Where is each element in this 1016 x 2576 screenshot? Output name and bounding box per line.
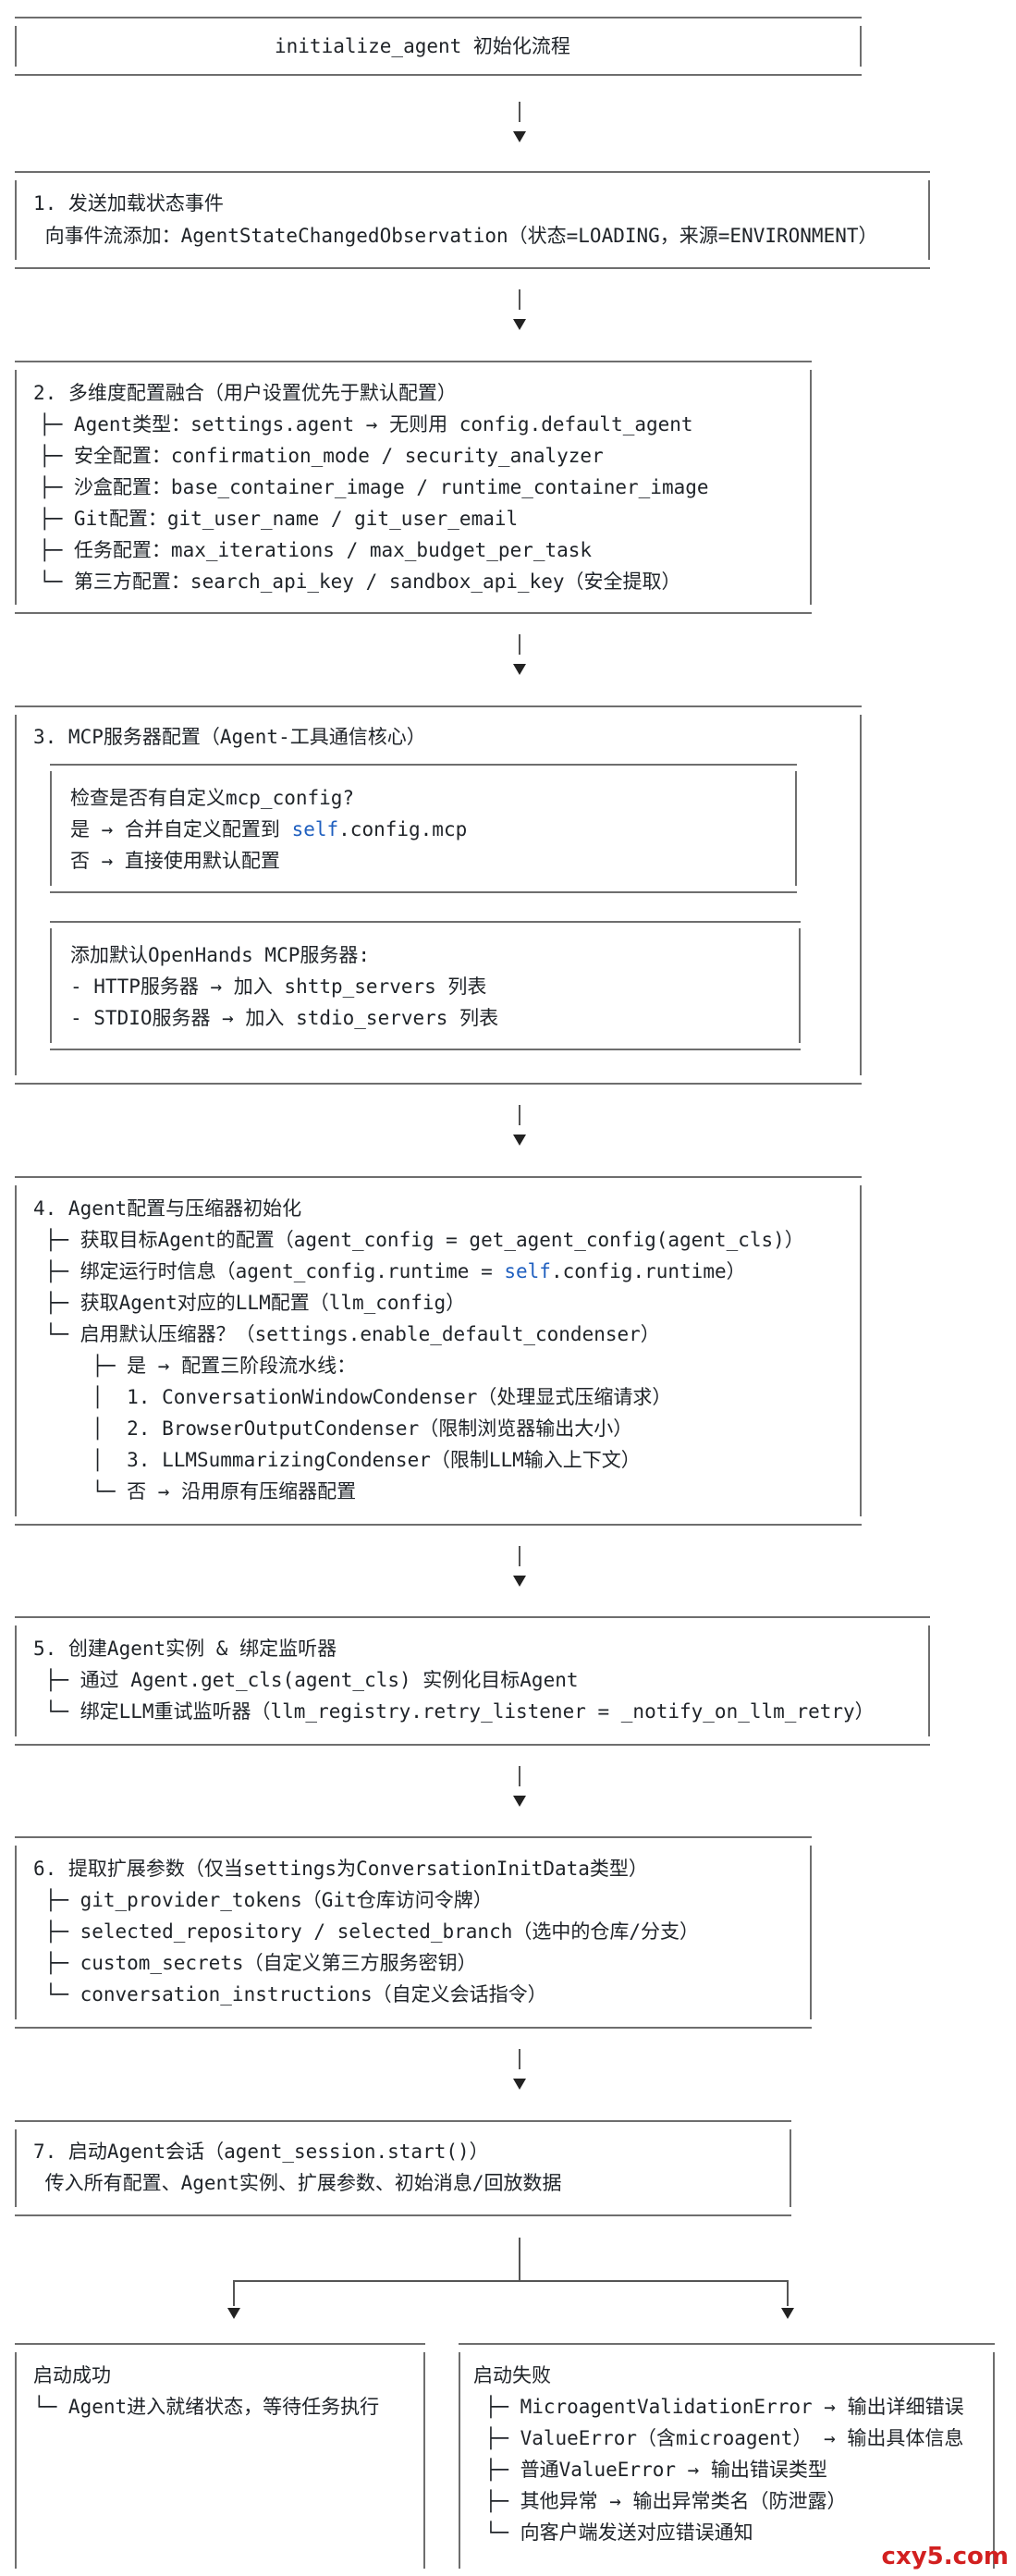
mcp-check: 检查是否有自定义mcp_config? <box>70 787 355 809</box>
step4-title: 4. Agent配置与压缩器初始化 <box>33 1197 302 1220</box>
step3-title: 3. MCP服务器配置（Agent-工具通信核心） <box>33 726 426 748</box>
failure-other: ├─ 其他异常 → 输出异常类名（防泄露） <box>473 2490 847 2512</box>
failure-valueerror: ├─ 普通ValueError → 输出错误类型 <box>473 2459 827 2481</box>
step6-instructions: └─ conversation_instructions（自定义会话指令） <box>33 1983 547 2006</box>
self-keyword: self <box>504 1260 551 1282</box>
step7-title: 7. 启动Agent会话（agent_session.start()） <box>33 2141 489 2163</box>
failure-microagent: ├─ MicroagentValidationError → 输出详细错误 <box>473 2396 964 2418</box>
step6-repository: ├─ selected_repository / selected_branch… <box>33 1920 700 1943</box>
step4-box <box>15 1176 862 1526</box>
mcp-http-server: - HTTP服务器 → 加入 shttp_servers 列表 <box>70 975 487 998</box>
step4-condenser-check: └─ 启用默认压缩器？（settings.enable_default_cond… <box>33 1323 660 1345</box>
failure-box <box>459 2343 995 2576</box>
step5-box <box>15 1616 930 1746</box>
step6-git-tokens: ├─ git_provider_tokens（Git仓库访问令牌） <box>33 1889 493 1911</box>
connector-line <box>519 1546 520 1566</box>
step4-condenser-3: │ 3. LLMSummarizingCondenser（限制LLM输入上下文） <box>33 1449 641 1471</box>
arrow-down-icon <box>513 1576 526 1587</box>
arrow-down-icon <box>513 131 526 142</box>
step4-condenser-no: └─ 否 → 沿用原有压缩器配置 <box>33 1480 357 1503</box>
connector-line <box>519 2238 520 2280</box>
mcp-default-servers-box <box>50 921 801 1050</box>
arrow-down-icon <box>513 1135 526 1146</box>
step7-box <box>15 2120 791 2216</box>
self-keyword: self <box>291 818 339 840</box>
arrow-down-icon <box>513 1796 526 1807</box>
step2-security: ├─ 安全配置：confirmation_mode / security_ana… <box>39 445 604 467</box>
step4-bind-runtime: ├─ 绑定运行时信息（agent_config.runtime = self.c… <box>33 1260 746 1282</box>
step2-box <box>15 361 812 614</box>
connector-line <box>233 2280 235 2306</box>
step6-title: 6. 提取扩展参数（仅当settings为ConversationInitDat… <box>33 1858 648 1880</box>
step1-title: 1. 发送加载状态事件 <box>33 192 224 215</box>
step1-detail: 向事件流添加：AgentStateChangedObservation（状态=L… <box>33 225 878 247</box>
step4-condenser-1: │ 1. ConversationWindowCondenser（处理显式压缩请… <box>33 1386 672 1408</box>
arrow-down-icon <box>513 319 526 330</box>
step6-box <box>15 1836 812 2029</box>
failure-title: 启动失败 <box>473 2364 551 2386</box>
success-box <box>15 2343 425 2576</box>
step4-get-config: ├─ 获取目标Agent的配置（agent_config = get_agent… <box>33 1229 804 1251</box>
mcp-custom-config-box <box>50 764 797 893</box>
success-title: 启动成功 <box>33 2364 111 2386</box>
step6-secrets: ├─ custom_secrets（自定义第三方服务密钥） <box>33 1952 477 1974</box>
connector-line <box>519 1105 520 1125</box>
success-detail: └─ Agent进入就绪状态，等待任务执行 <box>33 2396 380 2418</box>
step5-listener: └─ 绑定LLM重试监听器（llm_registry.retry_listene… <box>33 1700 875 1723</box>
connector-line <box>519 289 520 310</box>
branch-line <box>233 2280 788 2282</box>
failure-notify: └─ 向客户端发送对应错误通知 <box>473 2521 753 2544</box>
arrow-down-icon <box>781 2308 794 2319</box>
arrow-down-icon <box>513 2079 526 2090</box>
mcp-default-title: 添加默认OpenHands MCP服务器: <box>70 944 371 966</box>
failure-valueerror-micro: ├─ ValueError（含microagent） → 输出具体信息 <box>473 2427 964 2449</box>
step2-title: 2. 多维度配置融合（用户设置优先于默认配置） <box>33 382 457 404</box>
connector-line <box>519 102 520 122</box>
connector-line <box>519 1766 520 1786</box>
arrow-down-icon <box>513 664 526 675</box>
mcp-yes-branch: 是 → 合并自定义配置到 self.config.mcp <box>70 818 468 840</box>
step7-detail: 传入所有配置、Agent实例、扩展参数、初始消息/回放数据 <box>33 2172 562 2194</box>
step2-sandbox: ├─ 沙盒配置：base_container_image / runtime_c… <box>39 476 709 498</box>
step2-task: ├─ 任务配置：max_iterations / max_budget_per_… <box>39 539 593 561</box>
step4-condenser-2: │ 2. BrowserOutputCondenser（限制浏览器输出大小） <box>33 1417 633 1440</box>
step5-title: 5. 创建Agent实例 & 绑定监听器 <box>33 1638 337 1660</box>
step4-llm-config: ├─ 获取Agent对应的LLM配置（llm_config） <box>33 1292 466 1314</box>
step5-instantiate: ├─ 通过 Agent.get_cls(agent_cls) 实例化目标Agen… <box>33 1669 579 1691</box>
connector-line <box>787 2280 789 2306</box>
diagram-title: initialize_agent 初始化流程 <box>275 35 570 57</box>
step2-git: ├─ Git配置：git_user_name / git_user_email <box>39 508 519 530</box>
mcp-stdio-server: - STDIO服务器 → 加入 stdio_servers 列表 <box>70 1007 499 1029</box>
connector-line <box>519 634 520 655</box>
title-box <box>15 17 862 76</box>
arrow-down-icon <box>227 2308 240 2319</box>
step4-condenser-yes: ├─ 是 → 配置三阶段流水线： <box>33 1355 357 1377</box>
mcp-no-branch: 否 → 直接使用默认配置 <box>70 850 280 872</box>
watermark: cxy5.com <box>881 2543 1009 2570</box>
connector-line <box>519 2049 520 2069</box>
step1-box <box>15 171 930 269</box>
step3-box <box>15 705 862 1085</box>
step2-third-party: └─ 第三方配置：search_api_key / sandbox_api_ke… <box>39 570 681 593</box>
step2-agent-type: ├─ Agent类型：settings.agent → 无则用 config.d… <box>39 413 693 435</box>
